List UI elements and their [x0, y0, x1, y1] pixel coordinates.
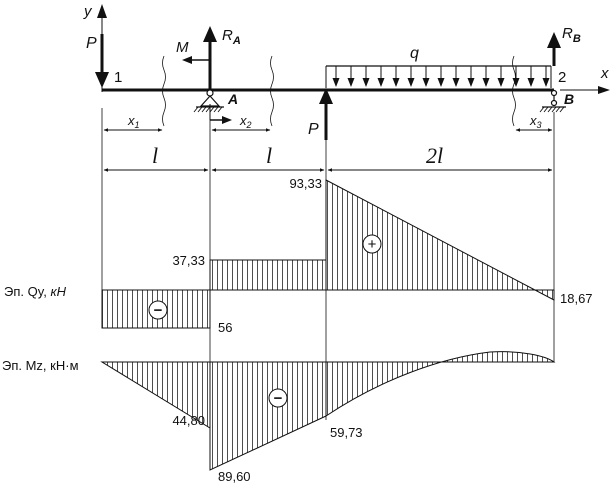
force-p-left-label: P: [86, 35, 97, 52]
reaction-a-sub: A: [232, 35, 241, 47]
shear-value-93-33: 93,33: [289, 176, 322, 191]
x3-label: x3: [529, 113, 542, 130]
support-b-roller-top: [550, 89, 558, 97]
moment-region-2: [209, 361, 327, 471]
support-a-label: A: [227, 91, 238, 107]
load-arrow-head: [527, 78, 535, 87]
load-arrow-head: [452, 78, 460, 87]
distributed-load: [325, 65, 552, 88]
support-a-hatch: [193, 106, 223, 113]
x-axis-arrowhead: [598, 86, 610, 94]
load-arrow-head: [482, 78, 490, 87]
moment-title: Эп. Mz, кН·м: [2, 358, 79, 373]
moment-arrowhead: [182, 56, 192, 64]
support-b-hatch: [539, 106, 565, 113]
y-axis-arrowhead: [97, 4, 107, 18]
x2-arrow-head: [222, 116, 232, 124]
shear-negative-sign-circle: [148, 300, 168, 320]
load-arrow-head: [437, 78, 445, 87]
section-line-2: [270, 55, 274, 127]
moment-negative-sign: −: [274, 390, 283, 407]
load-arrow-head: [377, 78, 385, 87]
load-arrow-head: [422, 78, 430, 87]
shear-diagram: − + Эп. Qy, кН 93,33 37,33 56 18,67: [4, 176, 593, 335]
support-a-pin: [206, 89, 214, 97]
y-axis-label: y: [83, 3, 93, 20]
node-2-label: 2: [558, 69, 566, 86]
shear-positive-sign: +: [368, 236, 377, 253]
load-arrow-head: [362, 78, 370, 87]
shear-value-37-33: 37,33: [172, 253, 205, 268]
span-1-label: l: [152, 143, 158, 168]
load-arrow-head: [542, 78, 550, 87]
force-p-mid-arrowhead: [319, 88, 333, 104]
reaction-b-label: RB: [562, 25, 581, 45]
support-b-roller-bottom: [550, 99, 558, 107]
load-arrow-head: [407, 78, 415, 87]
load-q-label: q: [410, 45, 419, 62]
span-3-label: 2l: [426, 143, 443, 168]
load-arrow-head: [392, 78, 400, 87]
force-p-mid-label: P: [308, 121, 319, 138]
shear-positive-sign-circle: [362, 234, 382, 254]
load-arrow-head: [497, 78, 505, 87]
x2-label: x2: [239, 113, 252, 130]
moment-value-44-80: 44,80: [172, 413, 205, 428]
x-axis-label: x: [600, 65, 609, 82]
x1-label: x1: [127, 113, 140, 130]
reaction-a-main: R: [222, 27, 233, 44]
moment-label: M: [176, 39, 189, 56]
shear-region-2: [209, 259, 327, 291]
load-arrow-head: [467, 78, 475, 87]
section-line-3: [512, 55, 516, 127]
reaction-b-arrowhead: [547, 32, 561, 48]
shear-region-3: [325, 179, 555, 301]
support-b-label: B: [564, 91, 574, 107]
load-arrow-head: [347, 78, 355, 87]
reaction-b-main: R: [562, 25, 573, 42]
distributed-load-arrows: [332, 66, 550, 87]
load-arrow-head: [512, 78, 520, 87]
shear-negative-sign: −: [154, 302, 163, 319]
reaction-b-sub: B: [573, 33, 581, 45]
span-2-label: l: [266, 143, 272, 168]
node-1-label: 1: [114, 69, 122, 86]
reaction-a-label: RA: [222, 27, 241, 47]
moment-negative-sign-circle: [268, 388, 288, 408]
moment-value-89-60: 89,60: [218, 469, 251, 484]
shear-title: Эп. Qy, кН: [4, 284, 67, 299]
shear-value-56: 56: [218, 320, 232, 335]
moment-region-3: [325, 351, 556, 417]
moment-diagram: − Эп. Mz, кН·м 44,80 89,60 59,73: [2, 351, 556, 484]
load-arrow-head: [332, 78, 340, 87]
moment-value-59-73: 59,73: [330, 425, 363, 440]
reaction-a-arrowhead: [203, 26, 217, 42]
force-p-left-arrowhead: [95, 72, 109, 88]
section-line-1: [162, 55, 166, 127]
shear-value-18-67: 18,67: [560, 291, 593, 306]
